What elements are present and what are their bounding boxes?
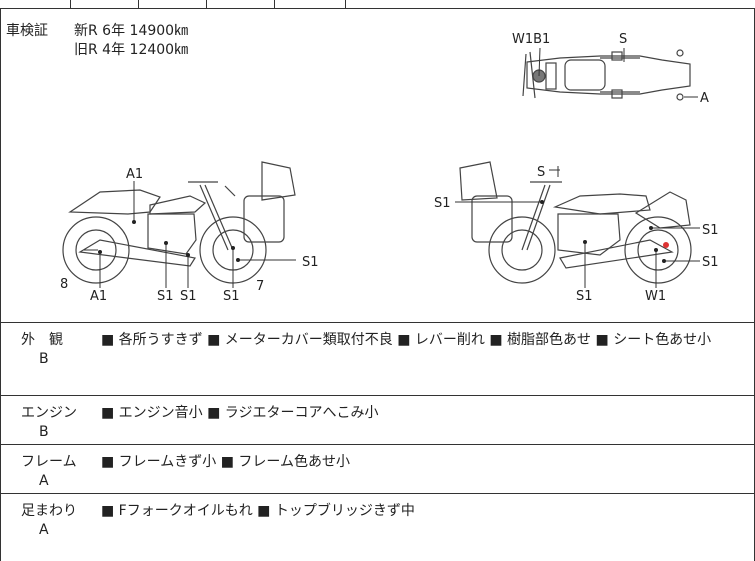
top-table-strip xyxy=(0,0,755,9)
right-label-s1-c: S1 xyxy=(702,255,719,270)
condition-frame: フレーム A ■ フレームきず小 ■ フレーム色あせ小 xyxy=(0,445,755,494)
mileage-new: 新R 6年 14900㎞ xyxy=(74,23,189,39)
condition-suspension: 足まわり A ■ Fフォークオイルもれ ■ トップブリッジきず中 xyxy=(0,494,755,561)
condition-text: ■ エンジン音小 ■ ラジエターコアへこみ小 xyxy=(101,405,379,421)
left-label-s1-c: S1 xyxy=(223,289,240,304)
condition-name: 外 観 xyxy=(21,332,63,348)
right-label-s1-d: S1 xyxy=(576,289,593,304)
condition-name: 足まわり xyxy=(21,503,77,519)
left-label-s1-a: S1 xyxy=(157,289,174,304)
left-label-a1-top: A1 xyxy=(126,167,143,182)
right-label-w1: W1 xyxy=(645,289,666,304)
condition-name: エンジン xyxy=(21,405,77,421)
condition-engine: エンジン B ■ エンジン音小 ■ ラジエターコアへこみ小 xyxy=(0,396,755,445)
right-label-s1-b: S1 xyxy=(702,223,719,238)
condition-grade: A xyxy=(39,522,49,538)
condition-grade: A xyxy=(39,473,49,489)
condition-grade: B xyxy=(39,351,49,367)
left-label-s1-d: S1 xyxy=(302,255,319,270)
left-label-8: 8 xyxy=(60,277,68,292)
right-label-s: S xyxy=(537,165,545,180)
condition-text: ■ フレームきず小 ■ フレーム色あせ小 xyxy=(101,454,350,470)
left-label-a1-bottom: A1 xyxy=(90,289,107,304)
motorcycle-top-view-icon xyxy=(522,49,691,101)
registration-label: 車検証 xyxy=(6,23,48,39)
right-label-s1-a: S1 xyxy=(434,196,451,211)
left-label-s1-b: S1 xyxy=(180,289,197,304)
label-s: S xyxy=(619,32,627,47)
condition-name: フレーム xyxy=(21,454,77,470)
condition-exterior: 外 観 B ■ 各所うすきず ■ メーターカバー類取付不良 ■ レバー削れ ■ … xyxy=(0,323,755,396)
condition-text: ■ Fフォークオイルもれ ■ トップブリッジきず中 xyxy=(101,503,415,519)
condition-grade: B xyxy=(39,424,49,440)
mileage-old: 旧R 4年 12400㎞ xyxy=(74,42,189,58)
condition-text: ■ 各所うすきず ■ メーターカバー類取付不良 ■ レバー削れ ■ 樹脂部色あせ… xyxy=(101,332,712,348)
label-w1b1: W1B1 xyxy=(512,32,550,47)
motorcycle-left-view-icon xyxy=(62,161,296,284)
motorcycle-diagrams: W1B1 S A A1 8 A1 S1 S1 S1 7 S1 S S1 S1 S… xyxy=(60,32,719,304)
label-a: A xyxy=(700,91,709,106)
left-label-7: 7 xyxy=(256,279,264,294)
motorcycle-right-view-icon xyxy=(459,161,692,284)
